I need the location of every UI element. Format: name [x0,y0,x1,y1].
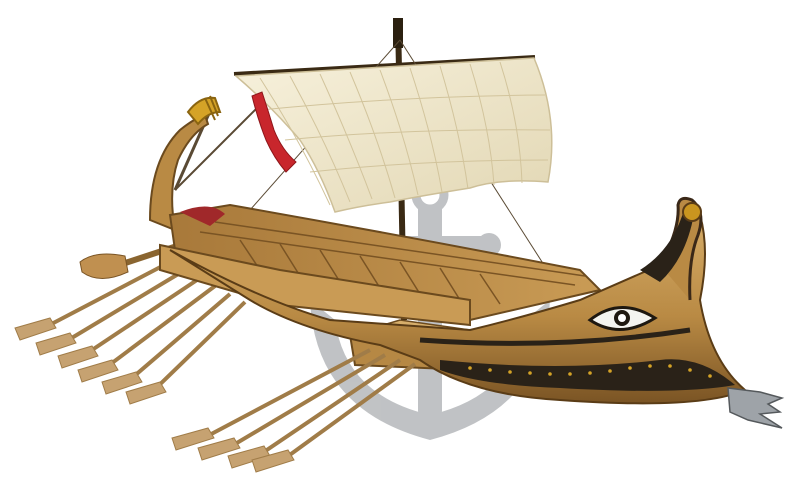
hull-rivets [468,364,712,378]
stern-ornament [186,95,222,126]
stern-post [148,95,222,232]
oars-lower-bank [171,348,417,473]
sail [234,57,553,213]
ram [727,387,785,429]
oars-upper-bank [14,260,247,405]
eye-icon [587,306,658,331]
hull-band [440,359,735,391]
hull [169,196,747,405]
pennant [251,91,297,173]
